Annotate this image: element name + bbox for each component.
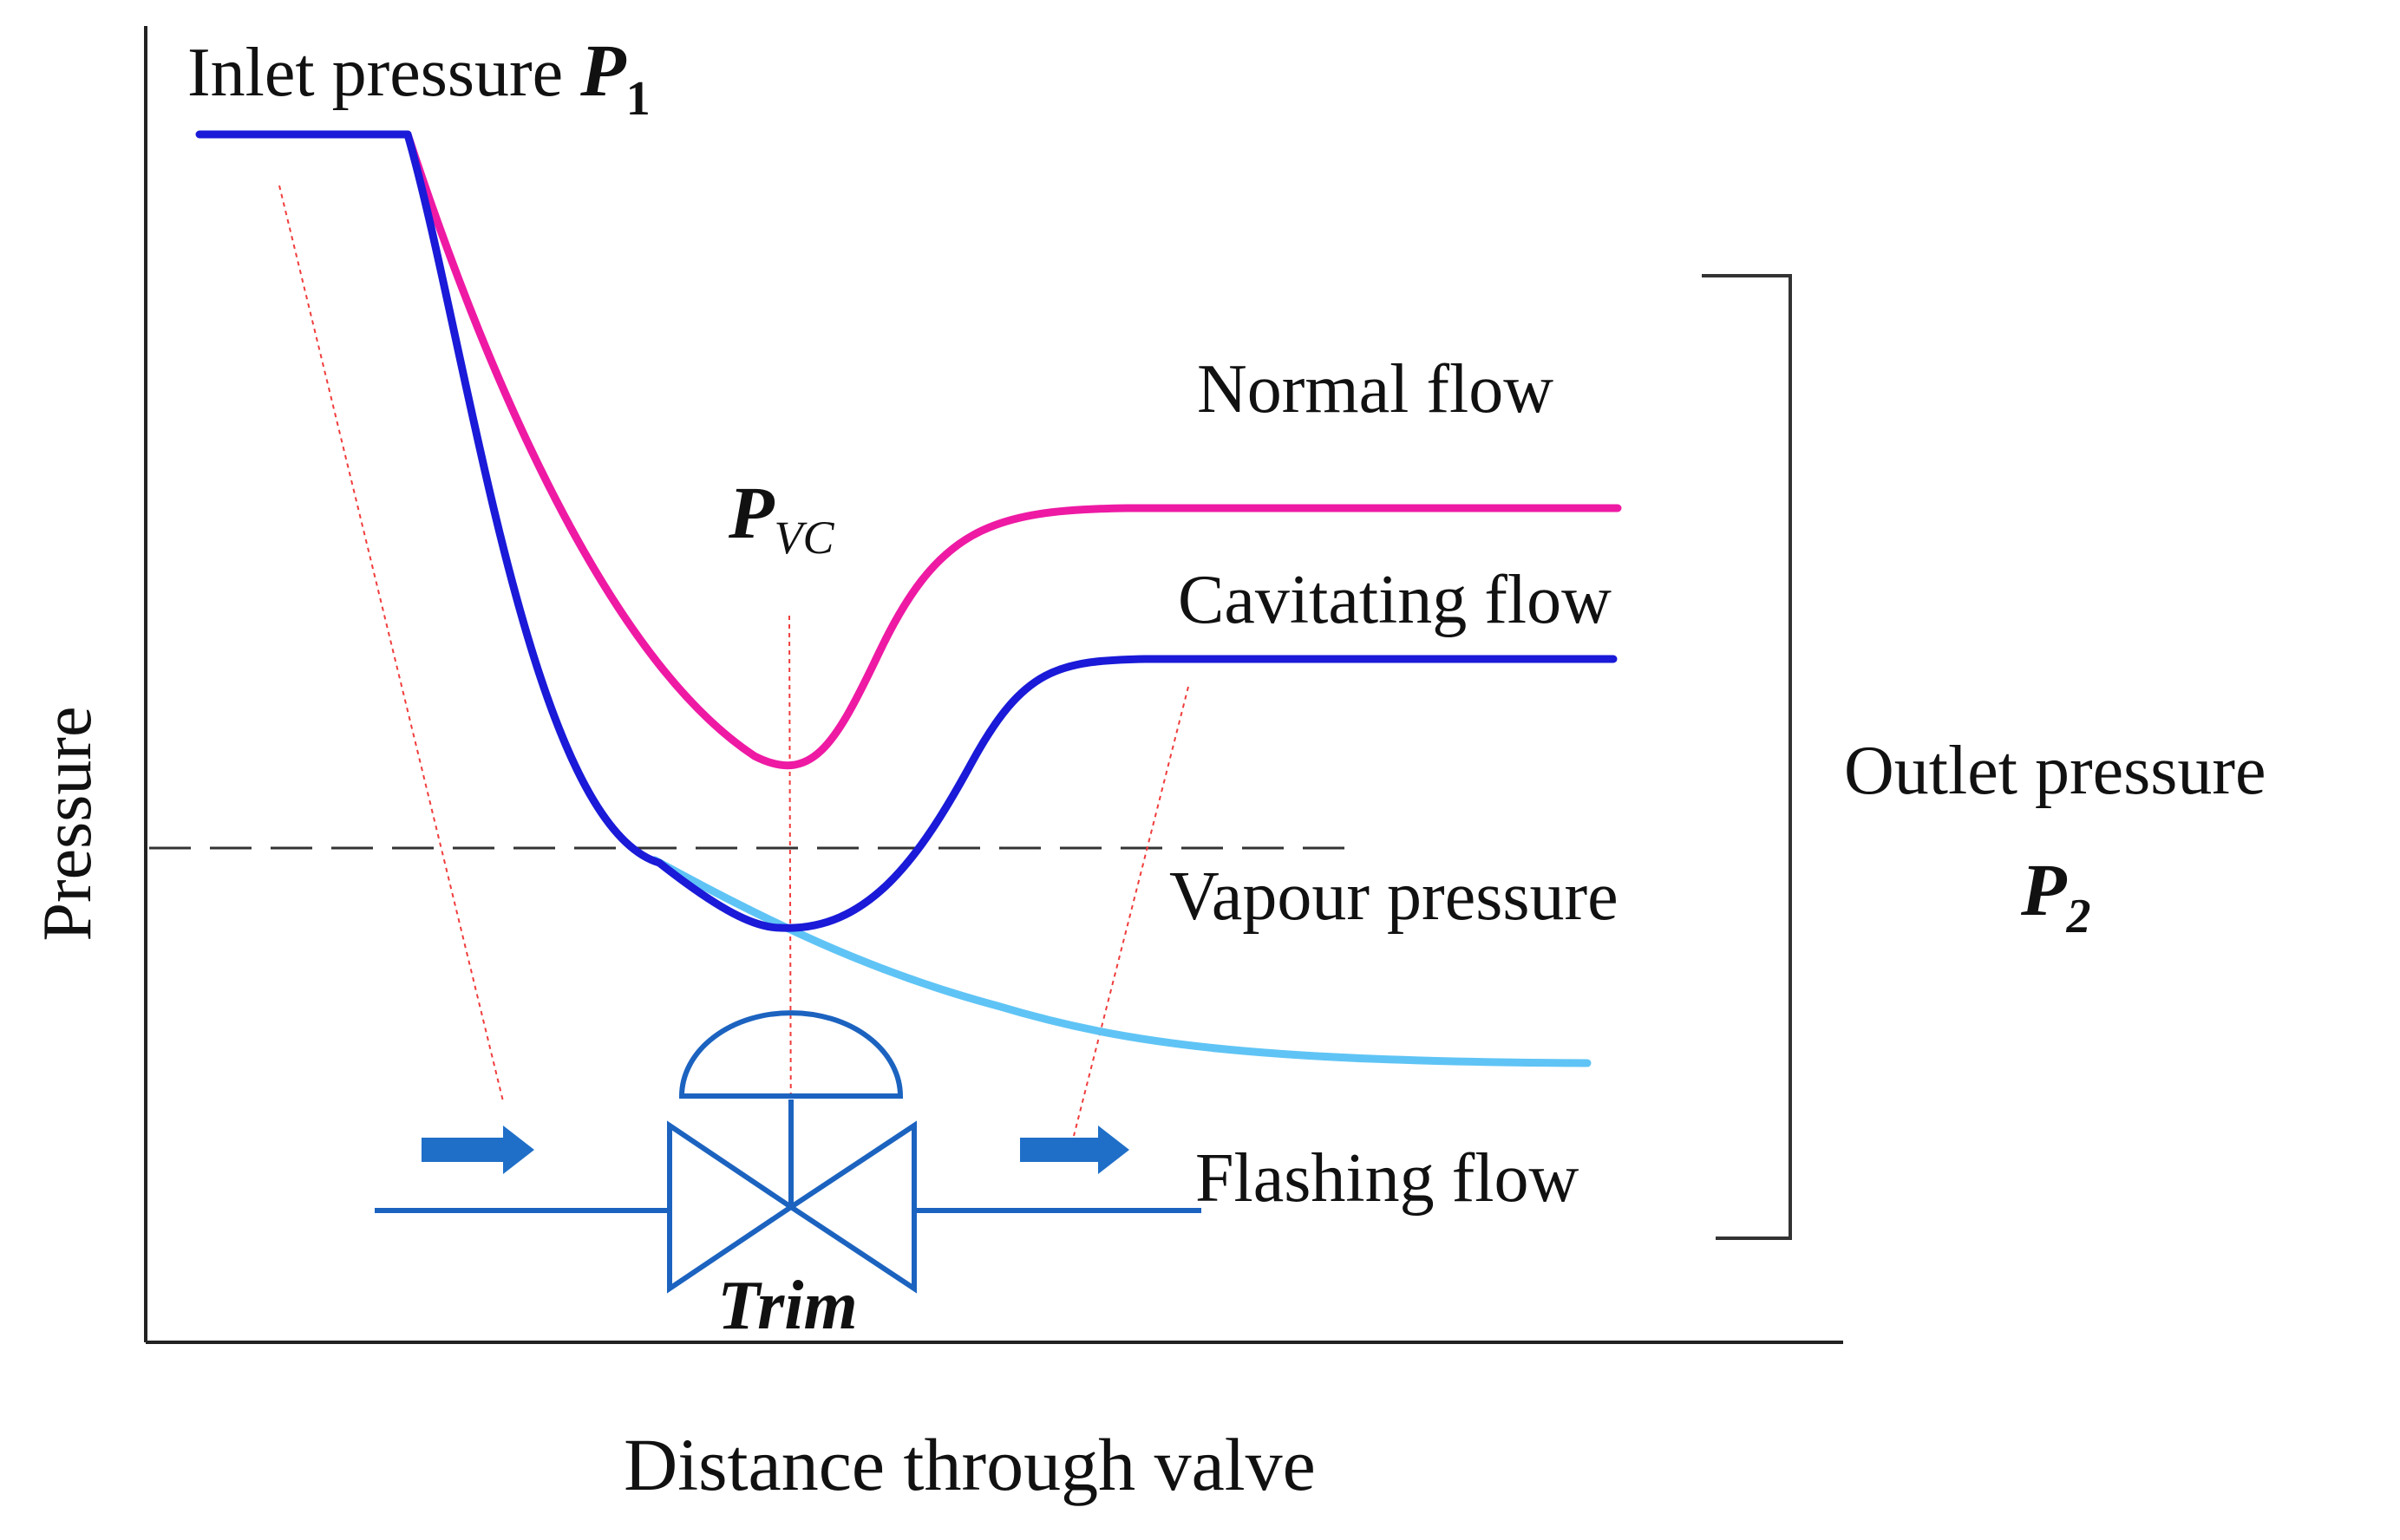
vena-contracta-label: PVC (728, 471, 835, 564)
x-axis-label: Distance through valve (624, 1423, 1316, 1506)
outlet-pressure-symbol-label: P2 (2020, 848, 2091, 943)
cavitating-flow-label: Cavitating flow (1178, 562, 1612, 638)
flashing-flow-curve (651, 856, 1592, 1067)
flow-arrows (422, 1126, 1129, 1174)
outlet-pressure-subscript: 2 (2066, 890, 2091, 943)
normal-flow-label: Normal flow (1197, 351, 1553, 427)
inlet-pressure-symbol: P (579, 29, 627, 112)
flashing-flow-label: Flashing flow (1195, 1140, 1579, 1217)
valve-symbol (375, 1010, 1201, 1294)
y-axis-label: Pressure (29, 706, 106, 941)
cavitating-flow-curve (195, 130, 1618, 932)
inlet-pressure-subscript: 1 (626, 72, 651, 126)
axes (144, 26, 1843, 1344)
vena-contracta-guide-line (788, 615, 792, 1165)
valve-body-left (667, 1120, 796, 1294)
actuator-dome (678, 1010, 904, 1099)
vapour-pressure-label: Vapour pressure (1169, 858, 1619, 935)
inlet-pressure-text: Inlet pressure (187, 35, 580, 111)
valve-body-right (786, 1120, 917, 1294)
guide-lines (278, 185, 1189, 1165)
vena-contracta-subscript: VC (775, 512, 835, 564)
inlet-pressure-label: Inlet pressure P1 (187, 29, 651, 126)
trim-label: Trim (717, 1268, 857, 1344)
normal-flow-curve (403, 130, 1622, 769)
outlet-pressure-label: Outlet pressure (1844, 733, 2266, 809)
inlet-guide-line (278, 185, 504, 1102)
outlet-pressure-symbol: P (2020, 848, 2068, 931)
outlet-flow-arrow (1020, 1126, 1129, 1174)
outlet-pressure-bracket (1702, 274, 1792, 1240)
inlet-flow-arrow (422, 1126, 534, 1174)
vena-contracta-symbol: P (728, 471, 775, 554)
